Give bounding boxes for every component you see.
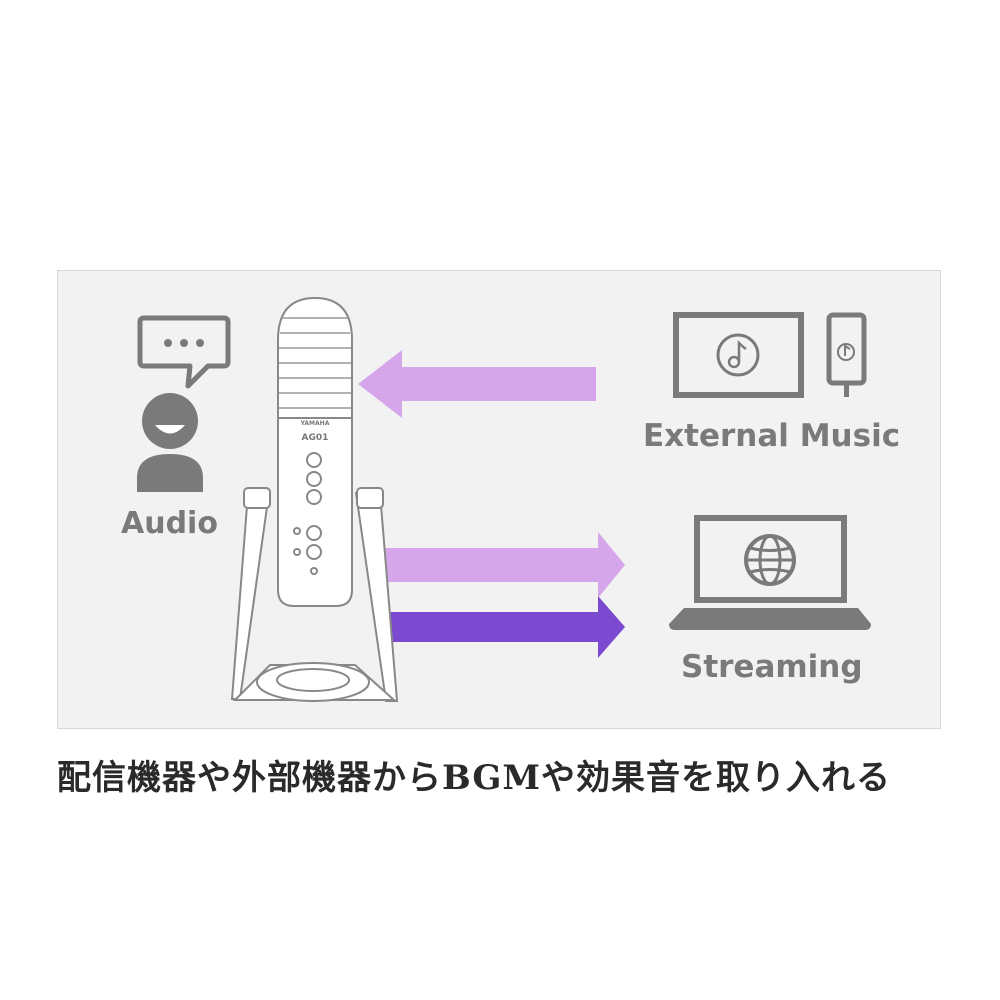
arrow-music-to-mic (358, 350, 596, 418)
music-note-icon (716, 333, 760, 377)
external-music-label: External Music (643, 418, 901, 454)
laptop-icon (669, 515, 871, 630)
tablet-icon (673, 312, 804, 398)
streaming-label: Streaming (681, 649, 863, 685)
arrow-mic-to-streaming-light (368, 532, 625, 598)
mic-brand: YAMAHA (300, 420, 330, 427)
arrow-mic-to-streaming-dark (383, 596, 625, 658)
phone-icon (826, 312, 867, 397)
microphone (230, 296, 399, 702)
person-icon (137, 393, 203, 492)
mic-model: AG01 (302, 433, 329, 443)
globe-icon (744, 534, 796, 586)
caption: 配信機器や外部機器からBGMや効果音を取り入れる (57, 758, 892, 798)
diagram-panel (57, 270, 941, 729)
audio-label: Audio (121, 506, 218, 541)
speech-bubble-icon (137, 315, 231, 389)
